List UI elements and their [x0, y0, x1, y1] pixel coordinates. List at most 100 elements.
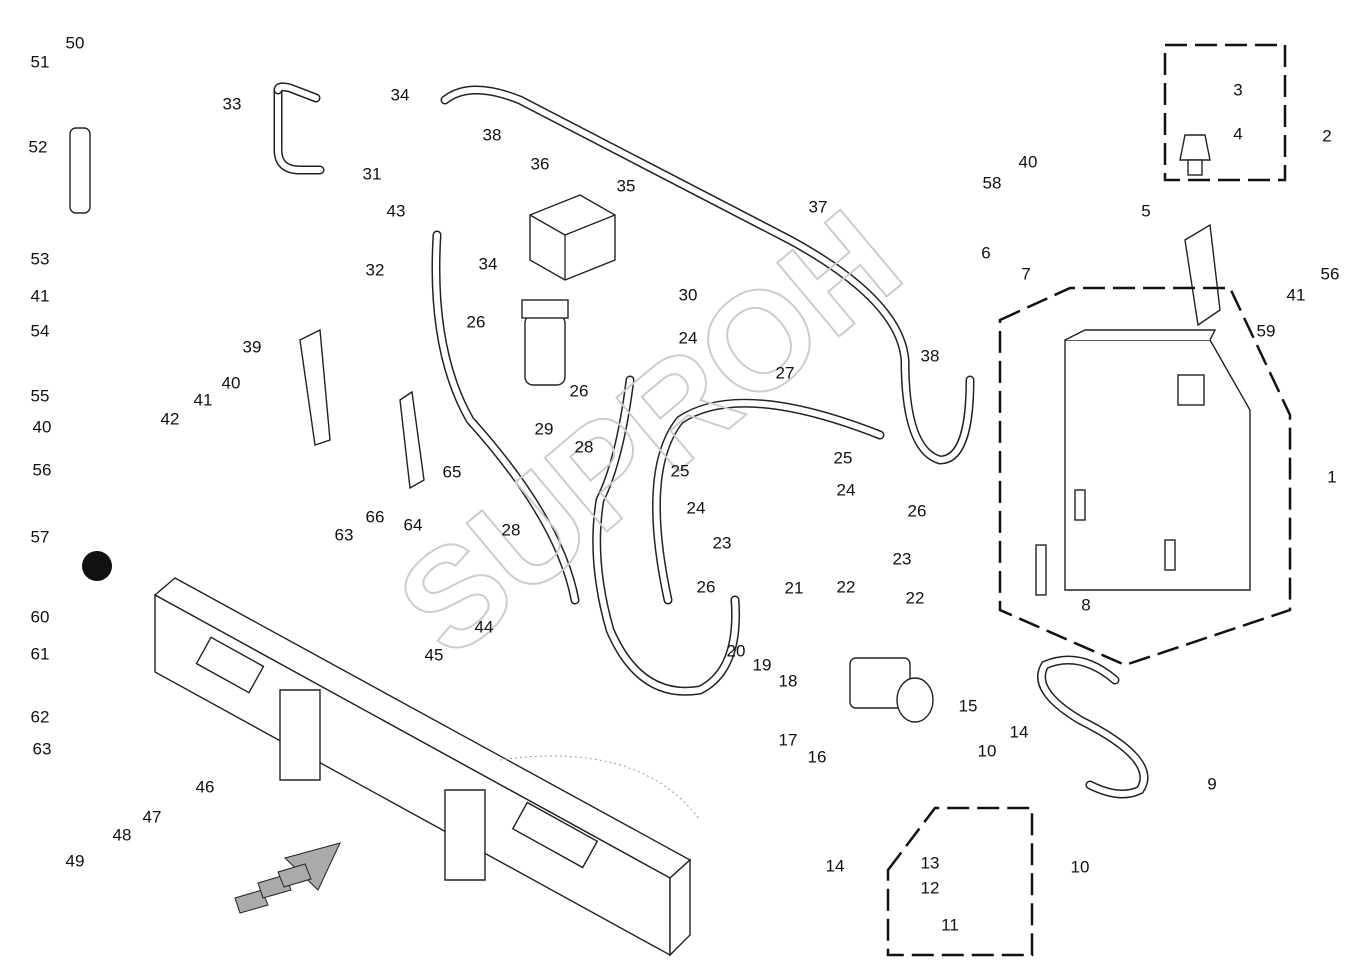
tank-bracket — [1184, 223, 1221, 327]
callout-63: 63 — [33, 739, 52, 758]
spring-52 — [69, 127, 91, 214]
callout-8: 8 — [1081, 595, 1090, 614]
callout-26: 26 — [908, 501, 927, 520]
callout-65: 65 — [443, 462, 462, 481]
callout-23: 23 — [713, 533, 732, 552]
callout-26: 26 — [697, 577, 716, 596]
callout-18: 18 — [779, 671, 798, 690]
callout-63: 63 — [335, 525, 354, 544]
callout-14: 14 — [826, 856, 845, 875]
callout-12: 12 — [921, 878, 940, 897]
callout-24: 24 — [837, 480, 856, 499]
callout-41: 41 — [31, 286, 50, 305]
group-box-1 — [998, 286, 1292, 667]
callout-45: 45 — [425, 645, 444, 664]
callout-26: 26 — [570, 381, 589, 400]
group-box-2 — [1163, 43, 1287, 182]
callout-41: 41 — [194, 390, 213, 409]
callout-16: 16 — [808, 747, 827, 766]
callout-52: 52 — [29, 137, 48, 156]
sight-glass — [1035, 544, 1047, 596]
callout-38: 38 — [921, 346, 940, 365]
callout-28: 28 — [502, 520, 521, 539]
callout-1: 1 — [1327, 467, 1336, 486]
callout-17: 17 — [779, 730, 798, 749]
callout-56: 56 — [1321, 264, 1340, 283]
bracket — [299, 328, 331, 446]
callout-26: 26 — [467, 312, 486, 331]
callout-10: 10 — [978, 741, 997, 760]
callout-11: 11 — [941, 915, 959, 934]
callout-32: 32 — [366, 260, 385, 279]
callout-24: 24 — [679, 328, 698, 347]
callout-39: 39 — [243, 337, 262, 356]
callout-66: 66 — [366, 507, 385, 526]
callout-64: 64 — [404, 515, 423, 534]
callout-40: 40 — [222, 373, 241, 392]
callout-9: 9 — [1207, 774, 1216, 793]
hydraulic-hoses — [273, 82, 1149, 799]
filler-cap — [1179, 134, 1211, 176]
group-box-10 — [886, 806, 1034, 957]
callout-15: 15 — [959, 696, 978, 715]
callout-57: 57 — [31, 527, 50, 546]
callout-61: 61 — [31, 644, 50, 663]
callout-47: 47 — [143, 807, 162, 826]
callout-4: 4 — [1233, 124, 1242, 143]
callout-19: 19 — [753, 655, 772, 674]
callout-38: 38 — [483, 125, 502, 144]
callout-10: 10 — [1071, 857, 1090, 876]
callout-34: 34 — [479, 254, 498, 273]
callout-23: 23 — [893, 549, 912, 568]
callout-34: 34 — [391, 85, 410, 104]
callout-25: 25 — [834, 448, 853, 467]
callout-7: 7 — [1021, 264, 1030, 283]
callout-53: 53 — [31, 249, 50, 268]
callout-40: 40 — [1019, 152, 1038, 171]
callout-49: 49 — [66, 851, 85, 870]
plate — [399, 390, 425, 490]
callout-21: 21 — [785, 578, 804, 597]
callout-2: 2 — [1322, 126, 1331, 145]
callout-27: 27 — [776, 363, 795, 382]
oil-filter — [521, 299, 569, 386]
callout-22: 22 — [837, 577, 856, 596]
callout-59: 59 — [1257, 321, 1276, 340]
callout-3: 3 — [1233, 80, 1242, 99]
callout-20: 20 — [727, 641, 746, 660]
callout-62: 62 — [31, 707, 50, 726]
callout-37: 37 — [809, 197, 828, 216]
callout-40: 40 — [33, 417, 52, 436]
callout-5: 5 — [1141, 201, 1150, 220]
callout-31: 31 — [363, 164, 382, 183]
callout-48: 48 — [113, 825, 132, 844]
frame-beam — [153, 577, 701, 957]
callout-13: 13 — [921, 853, 940, 872]
callout-22: 22 — [906, 588, 925, 607]
callout-54: 54 — [31, 321, 50, 340]
seal-57 — [82, 551, 112, 581]
callout-28: 28 — [575, 437, 594, 456]
callout-46: 46 — [196, 777, 215, 796]
callout-51: 51 — [31, 52, 50, 71]
callout-30: 30 — [679, 285, 698, 304]
valve-block — [529, 194, 616, 281]
callout-41: 41 — [1287, 285, 1306, 304]
callout-42: 42 — [161, 409, 180, 428]
watermark: SUPROH — [369, 180, 929, 685]
callout-14: 14 — [1010, 722, 1029, 741]
callout-60: 60 — [31, 607, 50, 626]
callout-25: 25 — [671, 461, 690, 480]
hydraulic-tank — [1064, 329, 1251, 591]
callout-36: 36 — [531, 154, 550, 173]
callout-43: 43 — [387, 201, 406, 220]
callout-33: 33 — [223, 94, 242, 113]
callout-58: 58 — [983, 173, 1002, 192]
callout-29: 29 — [535, 419, 554, 438]
callout-55: 55 — [31, 386, 50, 405]
hydraulic-pump — [849, 657, 934, 723]
callout-56: 56 — [33, 460, 52, 479]
callout-35: 35 — [617, 176, 636, 195]
